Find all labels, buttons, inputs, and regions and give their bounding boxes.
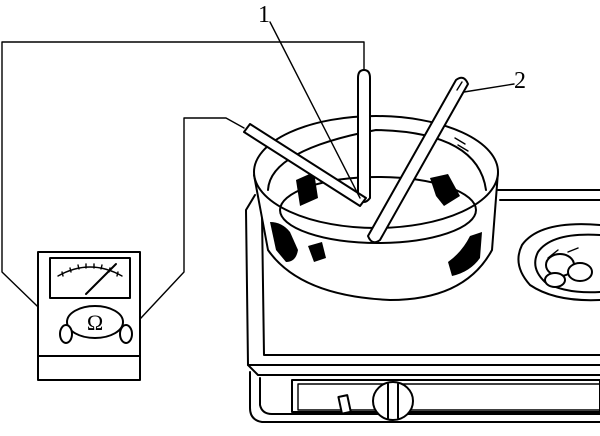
ohmmeter-dial xyxy=(49,257,131,299)
right-burner xyxy=(517,223,600,302)
stove-front-edge xyxy=(247,364,600,376)
probe-diagonal-left xyxy=(243,123,367,207)
pan xyxy=(253,115,499,301)
label-1: 1 xyxy=(258,2,270,28)
scorch-mark xyxy=(448,232,482,276)
water-surface xyxy=(279,176,477,244)
stove-body xyxy=(249,371,600,423)
control-panel xyxy=(291,379,600,413)
rim-mark xyxy=(454,137,469,152)
dial-scale-arc xyxy=(57,266,123,277)
scorch-mark xyxy=(430,174,460,206)
ohmmeter: Ω xyxy=(37,251,141,381)
leader-line-2 xyxy=(463,83,515,93)
dial-needle xyxy=(85,263,117,295)
stove-top-outline xyxy=(245,189,600,366)
leader-line-1 xyxy=(269,21,361,199)
callouts: 1 2 xyxy=(258,2,526,199)
pan-inner-wall xyxy=(267,129,487,191)
pan-rim xyxy=(253,115,499,229)
wire-outer xyxy=(1,41,365,335)
ohm-label-oval xyxy=(66,305,124,339)
ohm-symbol: Ω xyxy=(87,310,103,335)
thermometer-2 xyxy=(367,76,469,244)
control-panel-inner xyxy=(297,383,600,411)
igniter-slot xyxy=(337,394,352,415)
terminal-right[interactable] xyxy=(119,324,133,344)
control-knob[interactable] xyxy=(372,381,414,421)
wire-inner xyxy=(125,117,245,335)
gas-stove xyxy=(245,189,600,423)
wiring xyxy=(1,41,365,335)
label-2: 2 xyxy=(514,68,526,94)
scorch-mark xyxy=(308,242,326,262)
terminal-left[interactable] xyxy=(59,324,73,344)
scorch-mark xyxy=(270,222,298,262)
probe-1-vertical xyxy=(357,69,371,203)
scorch-mark xyxy=(296,172,318,206)
